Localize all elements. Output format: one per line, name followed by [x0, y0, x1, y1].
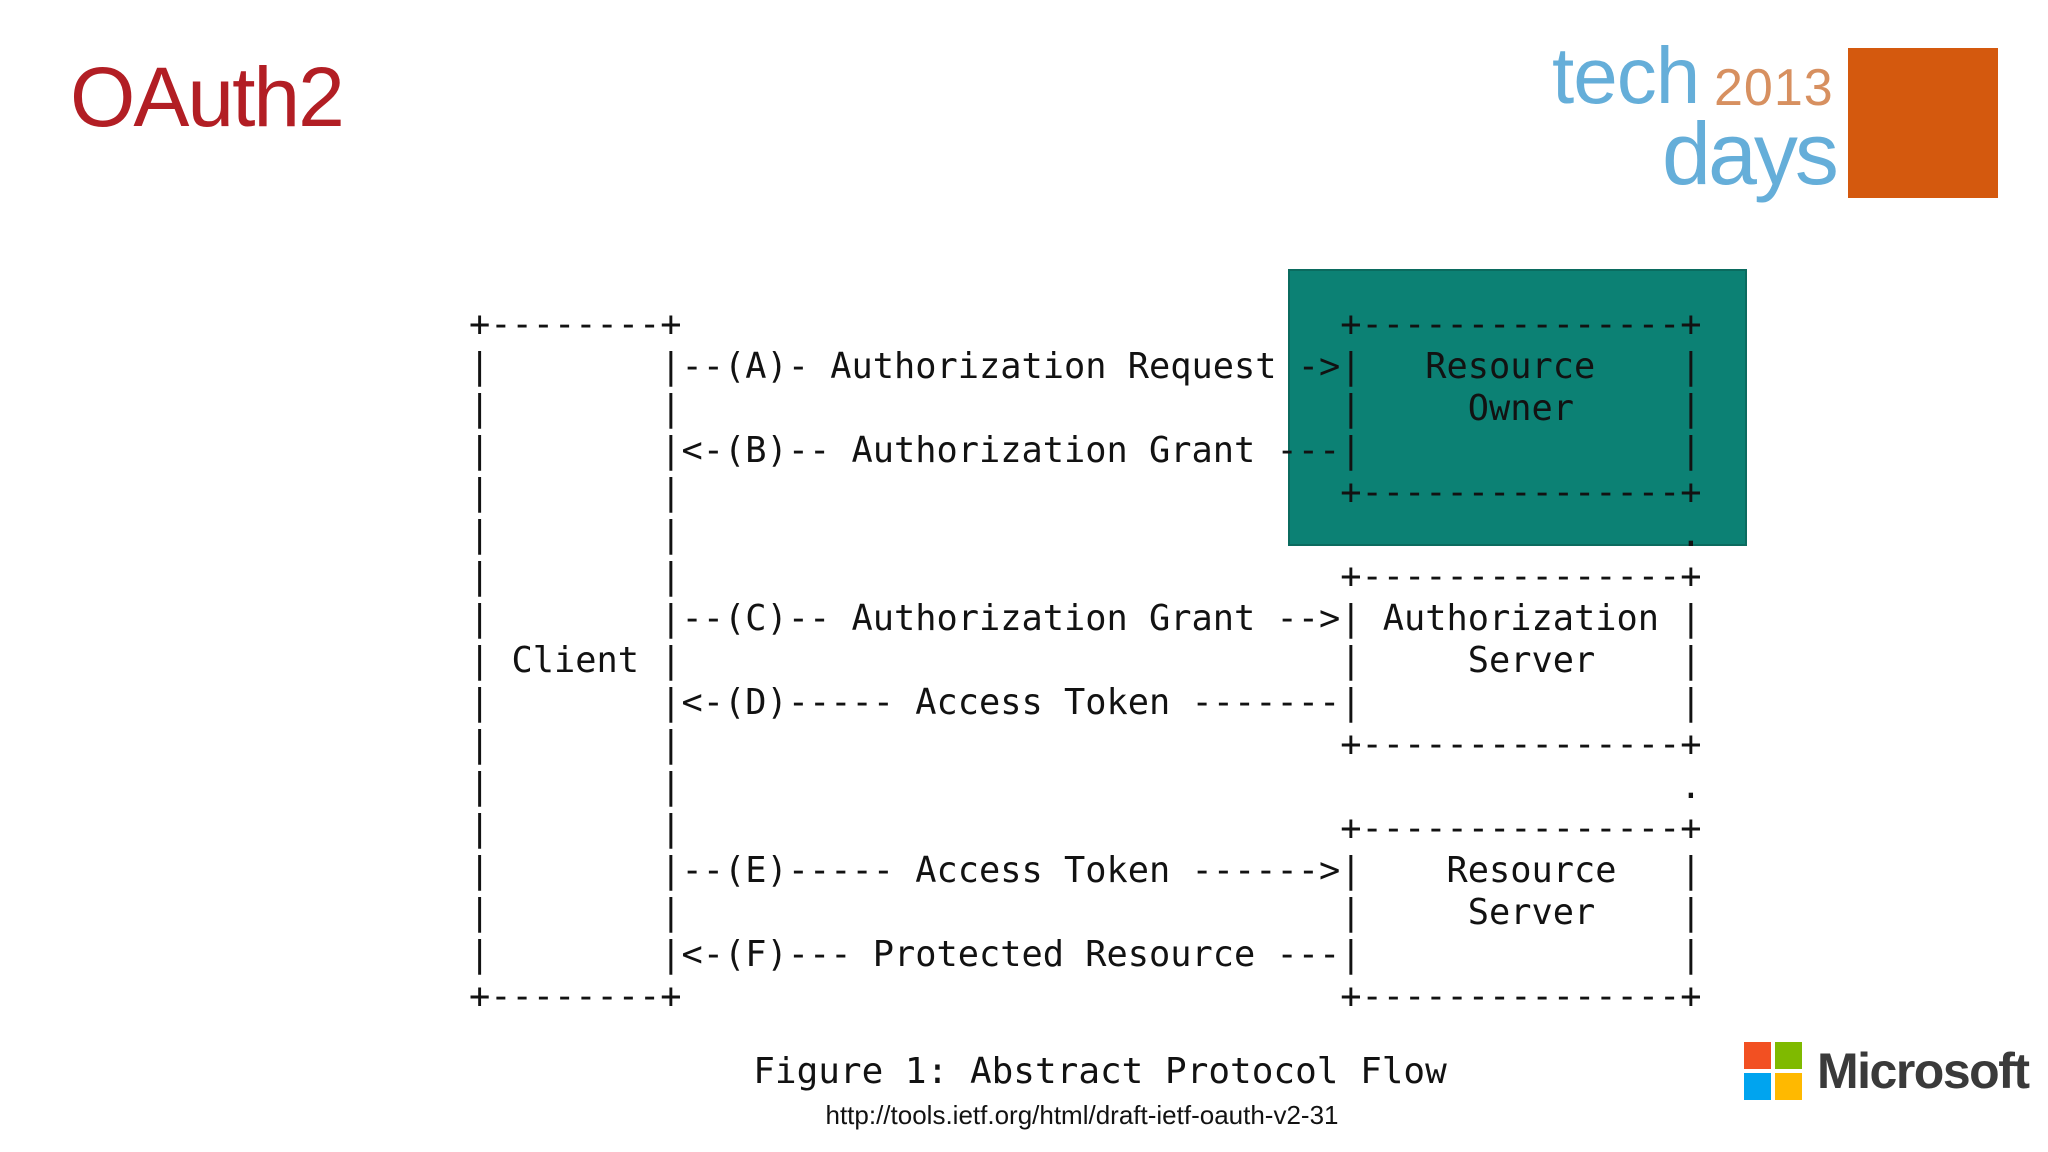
- techdays-year-text: 2013: [1714, 59, 1834, 117]
- microsoft-logo: Microsoft: [1744, 1042, 2030, 1100]
- page-title: OAuth2: [70, 50, 345, 144]
- techdays-orange-square-icon: [1848, 48, 1998, 198]
- microsoft-wordmark: Microsoft: [1817, 1043, 2030, 1099]
- microsoft-square-blue: [1744, 1073, 1771, 1100]
- microsoft-square-yellow: [1775, 1073, 1802, 1100]
- oauth-abstract-flow-ascii-diagram: +--------+ +---------------+ | |--(A)- A…: [469, 304, 1702, 1017]
- techdays-days-text: days: [1662, 104, 1839, 203]
- resource-owner-highlight: [1288, 269, 1747, 546]
- microsoft-square-green: [1775, 1042, 1802, 1069]
- source-url: http://tools.ietf.org/html/draft-ietf-oa…: [825, 1100, 1339, 1130]
- microsoft-squares-icon: [1744, 1042, 1802, 1100]
- techdays-tech-text: tech: [1552, 31, 1700, 120]
- microsoft-square-red: [1744, 1042, 1771, 1069]
- figure-caption: Figure 1: Abstract Protocol Flow: [753, 1051, 1447, 1092]
- techdays-logo: tech 2013 days: [1540, 30, 2010, 210]
